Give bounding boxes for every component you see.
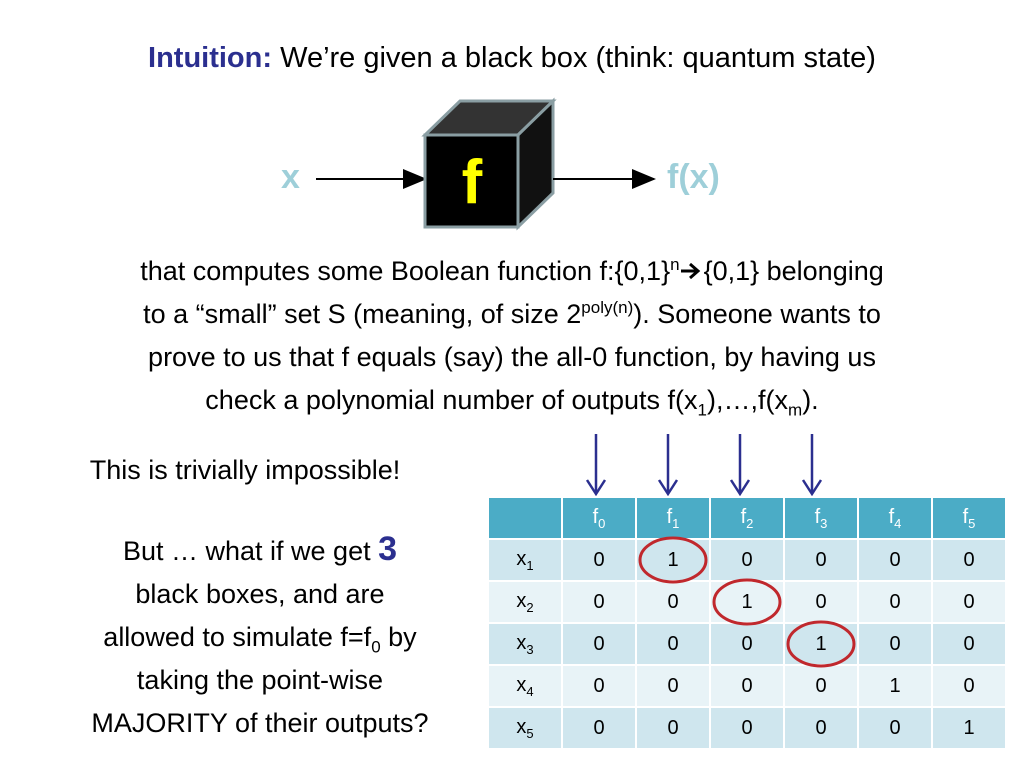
para-line-1: that computes some Boolean function f:{0… xyxy=(40,250,984,293)
header-f3: f3 xyxy=(783,496,859,540)
table-cell: 0 xyxy=(561,706,637,750)
table-cell: 0 xyxy=(635,622,711,666)
table-cell: 0 xyxy=(931,538,1007,582)
table-cell: 1 xyxy=(857,664,933,708)
majority-question: But … what if we get 3 black boxes, and … xyxy=(91,530,429,738)
table-cell: 0 xyxy=(931,664,1007,708)
slide-title: Intuition: We’re given a black box (thin… xyxy=(0,42,1024,75)
table-cell: 0 xyxy=(783,538,859,582)
input-label: x xyxy=(281,158,300,196)
impossible-statement: This is trivially impossible! xyxy=(89,455,401,485)
row-label: x3 xyxy=(487,622,563,666)
black-box-cube xyxy=(421,97,557,231)
table-row: x4 0 0 0 0 1 0 xyxy=(487,664,1007,708)
table-cell: 0 xyxy=(931,622,1007,666)
table-cell: 0 xyxy=(709,538,785,582)
table-cell: 0 xyxy=(709,664,785,708)
table-cell: 0 xyxy=(857,538,933,582)
table-cell: 0 xyxy=(561,580,637,624)
table-cell: 0 xyxy=(709,706,785,750)
count-three: 3 xyxy=(378,530,398,568)
title-text: We’re given a black box (think: quantum … xyxy=(280,42,876,74)
table-cell: 0 xyxy=(635,580,711,624)
black-box-diagram: f xyxy=(316,97,656,231)
table-row: x1 0 1 0 0 0 0 xyxy=(487,538,1007,582)
title-label: Intuition: xyxy=(148,42,273,74)
table-cell: 0 xyxy=(635,664,711,708)
function-table: f0 f1 f2 f3 f4 f5 x1 0 1 0 0 0 0 x2 0 0 … xyxy=(487,496,1007,750)
header-f4: f4 xyxy=(857,496,933,540)
header-f1: f1 xyxy=(635,496,711,540)
table-cell: 1 xyxy=(783,622,859,666)
row-label: x1 xyxy=(487,538,563,582)
table-cell: 0 xyxy=(561,664,637,708)
table-cell: 1 xyxy=(709,580,785,624)
header-f5: f5 xyxy=(931,496,1007,540)
row-label: x5 xyxy=(487,706,563,750)
table-row: x3 0 0 0 1 0 0 xyxy=(487,622,1007,666)
table-cell: 0 xyxy=(857,706,933,750)
header-corner xyxy=(487,496,563,540)
header-f2: f2 xyxy=(709,496,785,540)
table-cell: 0 xyxy=(857,580,933,624)
output-label: f(x) xyxy=(667,158,720,196)
table-row: x5 0 0 0 0 0 1 xyxy=(487,706,1007,750)
right-arrow-icon xyxy=(680,251,704,280)
description-paragraph: that computes some Boolean function f:{0… xyxy=(40,250,984,422)
row-label: x2 xyxy=(487,580,563,624)
table-cell: 0 xyxy=(561,622,637,666)
row-label: x4 xyxy=(487,664,563,708)
para-line-4: check a polynomial number of outputs f(x… xyxy=(205,385,819,420)
table-cell: 1 xyxy=(931,706,1007,750)
para-line-2: to a “small” set S (meaning, of size 2po… xyxy=(143,298,881,329)
table-cell: 0 xyxy=(635,706,711,750)
table-cell: 0 xyxy=(783,580,859,624)
down-arrows xyxy=(585,434,823,497)
table-cell: 0 xyxy=(709,622,785,666)
box-letter: f xyxy=(462,148,483,217)
table-cell: 0 xyxy=(783,664,859,708)
table-cell: 0 xyxy=(857,622,933,666)
table-cell: 0 xyxy=(931,580,1007,624)
table-row: x2 0 0 1 0 0 0 xyxy=(487,580,1007,624)
table-header-row: f0 f1 f2 f3 f4 f5 xyxy=(487,496,1007,540)
table-cell: 1 xyxy=(635,538,711,582)
table-cell: 0 xyxy=(783,706,859,750)
table-cell: 0 xyxy=(561,538,637,582)
para-line-3: prove to us that f equals (say) the all-… xyxy=(148,342,876,372)
header-f0: f0 xyxy=(561,496,637,540)
